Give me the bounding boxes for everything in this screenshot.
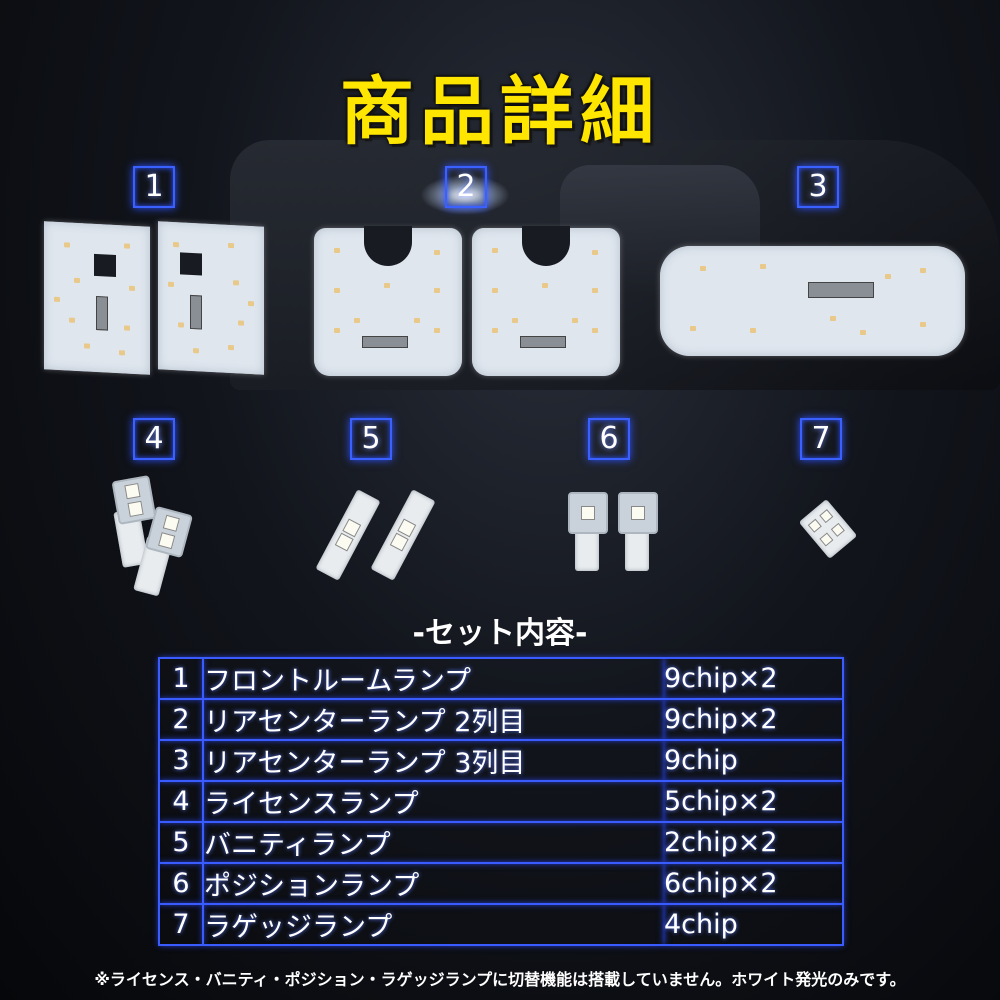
row-quantity: 4chip xyxy=(664,903,844,946)
row-quantity: 5chip×2 xyxy=(664,780,844,823)
row-quantity: 9chip×2 xyxy=(664,657,844,700)
row-index: 7 xyxy=(158,903,204,946)
row-index: 2 xyxy=(158,698,204,741)
row-name: バニティランプ xyxy=(202,821,664,864)
row-index: 1 xyxy=(158,657,204,700)
row-name: ライセンスランプ xyxy=(202,780,664,823)
set-contents-heading: -セット内容- xyxy=(412,616,588,651)
footnote: ※ライセンス・バニティ・ポジション・ラゲッジランプに切替機能は搭載していません。… xyxy=(94,970,906,989)
license-bulb-1-head xyxy=(111,475,157,525)
number-box-2: 2 xyxy=(445,166,487,208)
front-room-lamp-board-left xyxy=(44,221,150,375)
row-name: ポジションランプ xyxy=(202,862,664,905)
row-name: リアセンターランプ 3列目 xyxy=(202,739,664,782)
row-name: ラゲッジランプ xyxy=(202,903,664,946)
number-box-5: 5 xyxy=(350,418,392,460)
row-index: 4 xyxy=(158,780,204,823)
row-quantity: 9chip xyxy=(664,739,844,782)
row-name: リアセンターランプ 2列目 xyxy=(202,698,664,741)
position-bulb-2-head xyxy=(618,492,658,534)
rear-center-lamp-2-board-right xyxy=(472,226,620,376)
row-name: フロントルームランプ xyxy=(202,657,664,700)
vanity-bulb-2 xyxy=(370,489,436,581)
number-box-1: 1 xyxy=(133,166,175,208)
front-room-lamp-board-right xyxy=(158,221,264,375)
row-quantity: 9chip×2 xyxy=(664,698,844,741)
light-flare xyxy=(420,175,510,215)
row-index: 6 xyxy=(158,862,204,905)
luggage-bulb xyxy=(798,499,858,559)
row-quantity: 6chip×2 xyxy=(664,862,844,905)
number-box-3: 3 xyxy=(797,166,839,208)
number-box-4: 4 xyxy=(133,418,175,460)
row-quantity: 2chip×2 xyxy=(664,821,844,864)
page-title: 商品詳細 xyxy=(340,69,660,155)
number-box-7: 7 xyxy=(800,418,842,460)
row-index: 5 xyxy=(158,821,204,864)
row-index: 3 xyxy=(158,739,204,782)
rear-center-lamp-2-board-left xyxy=(314,226,462,376)
number-box-6: 6 xyxy=(588,418,630,460)
position-bulb-1-head xyxy=(568,492,608,534)
rear-center-lamp-3-board xyxy=(660,246,965,356)
